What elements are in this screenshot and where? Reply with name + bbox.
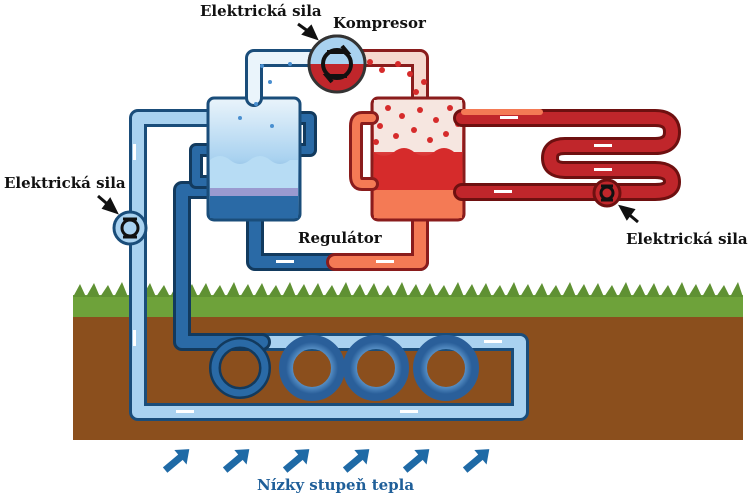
- arrow-icon: [484, 340, 502, 343]
- regulator-pipe: [246, 206, 429, 271]
- regulator-label: Regulátor: [298, 229, 382, 247]
- arrow-icon: [376, 260, 394, 263]
- dark-cold-pipe: [173, 111, 317, 351]
- flow-arrows: [133, 116, 612, 413]
- top-power-label: Elektrická sila: [200, 2, 322, 20]
- grass-strip: [73, 295, 743, 317]
- arrow-icon: [500, 116, 518, 119]
- left-power-label: Elektrická sila: [4, 174, 126, 192]
- label-arrows: [97, 22, 639, 224]
- arrow-icon: [400, 410, 418, 413]
- heat-arrow-icon: [402, 449, 430, 473]
- outer-cold-loop: [129, 109, 529, 421]
- arrow-icon: [594, 144, 612, 147]
- arrow-icon: [133, 330, 136, 346]
- arrow-icon: [133, 144, 136, 160]
- pump-icon: [112, 210, 148, 246]
- evaporator: [206, 96, 302, 222]
- heat-arrow-icon: [222, 449, 250, 473]
- compressor-label: Kompresor: [333, 14, 426, 32]
- ground-coils: [209, 335, 479, 401]
- heat-arrows: [162, 449, 490, 473]
- vapor-bubbles: [238, 62, 292, 128]
- heat-arrow-icon: [162, 449, 190, 473]
- low-heat-label: Nízky stupeň tepla: [257, 476, 415, 494]
- arrow-icon: [594, 168, 612, 171]
- hot-serpentine: [349, 109, 681, 201]
- heat-arrow-icon: [342, 449, 370, 473]
- arrow-icon: [276, 260, 294, 263]
- condenser: [370, 96, 466, 222]
- right-power-label: Elektrická sila: [626, 230, 748, 248]
- arrow-icon: [494, 190, 512, 193]
- pump-icon: [592, 178, 622, 208]
- heat-arrow-icon: [462, 449, 490, 473]
- compressor-icon: [307, 34, 367, 94]
- arrow-icon: [176, 410, 194, 413]
- compressor-pipes: [245, 49, 429, 107]
- heat-arrow-icon: [282, 449, 310, 473]
